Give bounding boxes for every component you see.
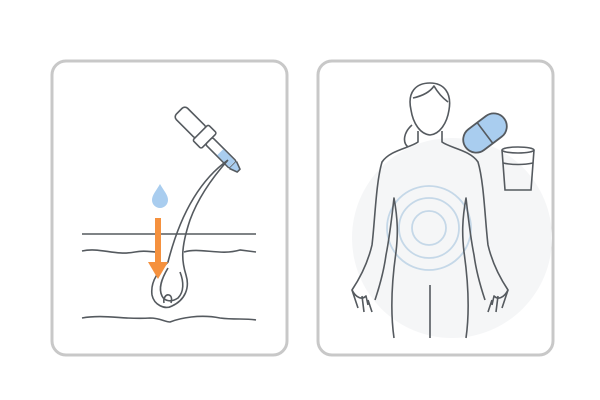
- hair-follicle-icon: [150, 159, 229, 309]
- topical-panel: [50, 59, 289, 357]
- drop-icon: [152, 184, 168, 208]
- backdrop-circle: [352, 138, 552, 338]
- pill-icon: [462, 112, 508, 154]
- ripple-icon: [386, 185, 472, 271]
- body-outline-icon: [351, 82, 509, 339]
- arrow-down-icon: [148, 218, 168, 279]
- skin-layers: [81, 233, 257, 323]
- water-glass-icon: [501, 146, 535, 191]
- panel-frame: [50, 59, 289, 357]
- oral-panel: [316, 59, 555, 357]
